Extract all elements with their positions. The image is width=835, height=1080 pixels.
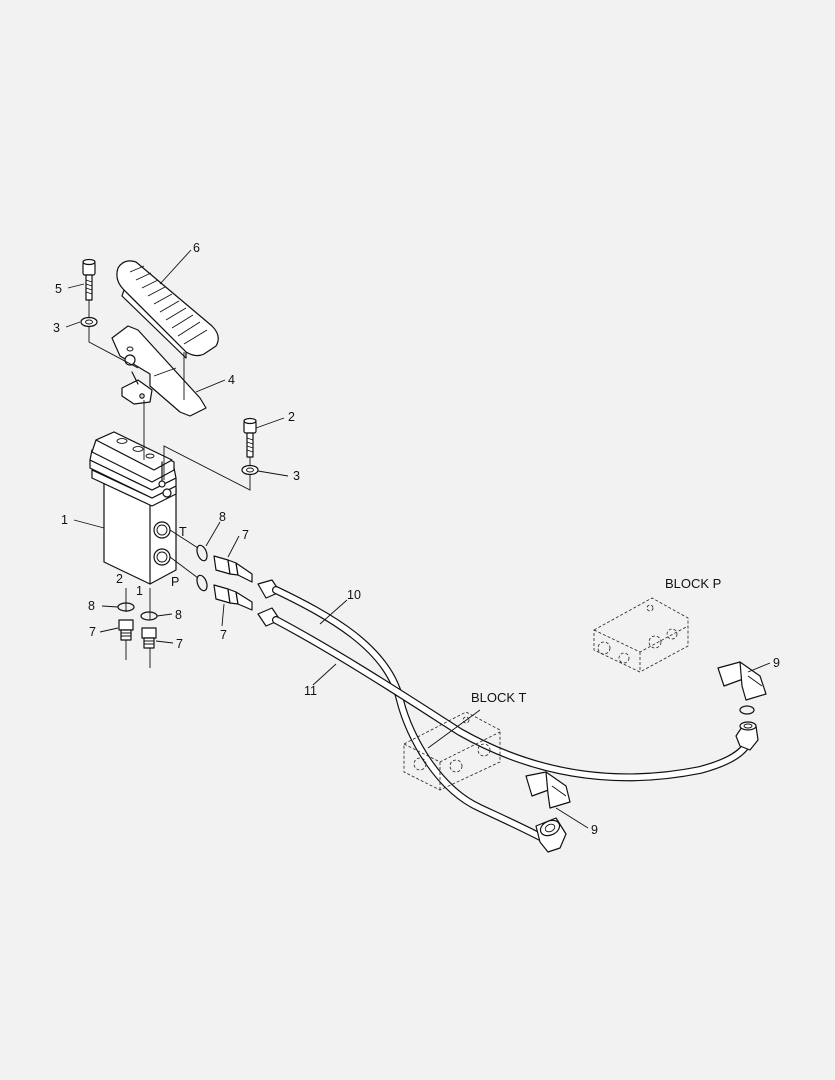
callout-8-bottom-right: 8 [175,608,182,622]
callout-11: 11 [304,684,317,698]
fitting-7-bottom-left [118,619,134,641]
callout-1-body: 1 [61,513,68,527]
cap-screw-2 [243,417,257,458]
fitting-7-bottom-right [141,627,157,649]
callout-5: 5 [55,282,62,296]
washer-3-right [241,464,259,476]
callout-10: 10 [347,588,361,602]
callout-8-t: 8 [219,510,226,524]
port-label-t: T [179,525,187,539]
hose-11 [257,607,759,782]
fitting-9-block-p [717,661,767,715]
callout-4: 4 [228,373,235,387]
o-ring-8-bottom-right [140,611,158,621]
callout-7-t: 7 [242,528,249,542]
block-p [593,597,689,673]
callout-2-port: 2 [116,572,123,586]
hose-10 [257,579,567,853]
fitting-7-t [213,555,253,583]
leader-lines [65,249,771,829]
callout-3-right: 3 [293,469,300,483]
callout-7-bottom-right: 7 [176,637,183,651]
fitting-9-block-t [525,771,571,809]
block-t [403,711,501,791]
block-p-label: BLOCK P [665,576,721,591]
pedal-pad [116,260,219,359]
callout-9-block-t: 9 [591,823,598,837]
callout-6: 6 [193,241,200,255]
callout-9-block-p: 9 [773,656,780,670]
callout-labels: 6 5 3 4 2 3 1 8 7 T P 2 1 8 8 8 7 7 7 10… [53,241,780,837]
block-t-label: BLOCK T [471,690,526,705]
washer-3-top [80,316,98,328]
callout-8-bottom-left: 8 [88,599,95,613]
callout-7-p: 7 [220,628,227,642]
assembly-centerlines [88,300,251,668]
cap-screw-5 [82,258,96,301]
callout-7-bottom-left: 7 [89,625,96,639]
fitting-7-p [213,584,253,611]
callout-2-right: 2 [288,410,295,424]
o-ring-8-t [196,544,208,562]
callout-3-top: 3 [53,321,60,335]
callout-1-port: 1 [136,584,143,598]
o-ring-8-p [196,574,208,592]
pedal-bracket [111,325,207,417]
port-label-p: P [171,575,179,589]
valve-body [89,431,177,585]
